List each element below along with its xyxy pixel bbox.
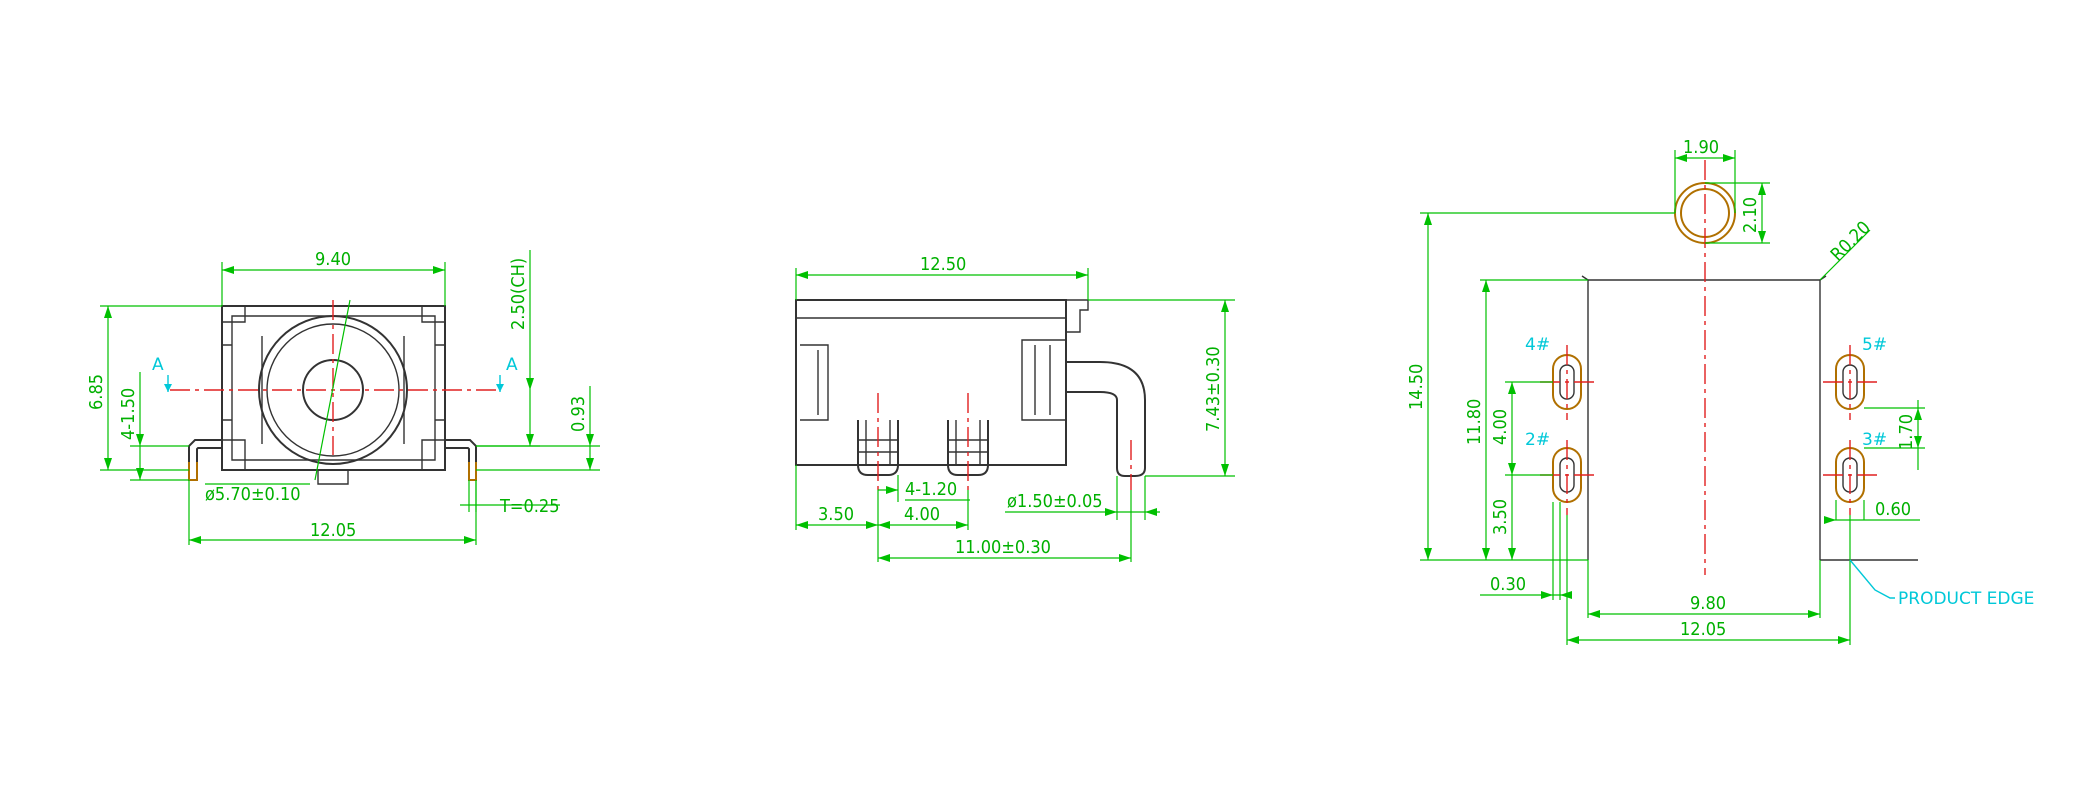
pcb-dim-hole-width: 1.90 xyxy=(1674,137,1736,213)
side-dim-pin-width: 4-1.20 xyxy=(878,475,970,502)
front-section-mark-left: A xyxy=(152,355,164,375)
front-dim-pin-height-text: 0.93 xyxy=(568,396,589,432)
side-dim-first-pin-text: 3.50 xyxy=(818,504,854,525)
side-dim-height: 7.43±0.30 xyxy=(1088,299,1235,477)
pcb-dim-outer-width: 12.05 xyxy=(1566,515,1851,645)
front-dim-pin-pitch: 4-1.50 xyxy=(118,372,189,481)
front-section-mark-right: A xyxy=(506,355,518,375)
side-dim-height-text: 7.43±0.30 xyxy=(1203,346,1224,432)
pcb-product-edge-callout: PRODUCT EDGE xyxy=(1849,559,2034,609)
pcb-dim-right-spacing: 1.70 xyxy=(1864,400,1925,470)
pcb-product-edge-label: PRODUCT EDGE xyxy=(1898,589,2034,609)
front-dim-pin-pitch-text: 4-1.50 xyxy=(118,388,139,440)
side-dim-total-length: 11.00±0.30 xyxy=(877,490,1132,562)
side-bent-pin xyxy=(1066,361,1146,477)
side-view: 12.50 7.43±0.30 4-1.20 ø1.50±0.05 3.50 xyxy=(795,254,1235,562)
pcb-dim-row-height: 11.80 xyxy=(1464,279,1588,560)
pcb-dim-total-height-text: 14.50 xyxy=(1406,364,1427,410)
side-dim-first-pin: 3.50 xyxy=(795,465,879,530)
pcb-dim-row-spacing-text: 4.00 xyxy=(1490,409,1511,445)
front-dim-pin-height: 0.93 xyxy=(476,386,600,471)
pcb-dim-left-offset: 0.30 xyxy=(1480,502,1572,600)
side-dim-body-length: 12.50 xyxy=(795,254,1089,300)
pcb-dim-outer-width-text: 12.05 xyxy=(1680,619,1726,640)
pcb-pin-label-2: 2# xyxy=(1525,430,1550,450)
front-dim-body-height: 6.85 xyxy=(86,305,222,471)
side-dim-pin-spacing: 4.00 xyxy=(878,490,969,530)
side-dim-pin-width-text: 4-1.20 xyxy=(905,479,957,500)
pcb-pin-label-3: 3# xyxy=(1862,430,1887,450)
front-section-marks: A A xyxy=(152,355,518,392)
side-dim-body-length-text: 12.50 xyxy=(920,254,966,275)
side-dim-pin-dia-text: ø1.50±0.05 xyxy=(1007,491,1103,512)
pcb-pin-labels: 4# 2# 5# 3# xyxy=(1525,335,1887,450)
front-dim-hole-dia: ø5.70±0.10 xyxy=(205,483,310,505)
side-dim-total-length-text: 11.00±0.30 xyxy=(955,537,1051,558)
pcb-pin-label-4: 4# xyxy=(1525,335,1550,355)
pcb-dim-hole-width-text: 1.90 xyxy=(1683,137,1719,158)
pcb-dim-bottom-offset: 3.50 xyxy=(1490,475,1516,560)
front-dim-thickness-text: T=0.25 xyxy=(499,496,560,517)
front-dim-top-width-text: 9.40 xyxy=(315,249,351,270)
pcb-dim-edge-offset-text: 0.60 xyxy=(1875,499,1911,520)
front-body-outline xyxy=(221,305,446,471)
front-dim-chamfer-text: 2.50(CH) xyxy=(508,258,529,330)
front-dim-total-width-text: 12.05 xyxy=(310,520,356,541)
pcb-dim-total-height: 14.50 xyxy=(1406,212,1675,561)
pcb-dim-row-spacing: 4.00 xyxy=(1490,381,1553,476)
front-bottom-tab xyxy=(317,470,349,485)
pcb-dim-inner-width-text: 9.80 xyxy=(1690,593,1726,614)
side-dim-pin-spacing-text: 4.00 xyxy=(904,504,940,525)
pcb-dim-hole-height: 2.10 xyxy=(1705,182,1770,244)
front-view: 9.40 6.85 4-1.50 A A 2.50(CH) xyxy=(86,249,600,545)
front-dim-top-width: 9.40 xyxy=(221,249,446,306)
pcb-pin-label-5: 5# xyxy=(1862,335,1887,355)
pcb-dim-inner-width: 9.80 xyxy=(1587,560,1821,618)
side-dim-pin-dia: ø1.50±0.05 xyxy=(1005,476,1160,520)
pcb-dim-left-offset-text: 0.30 xyxy=(1490,574,1526,595)
pcb-dim-right-spacing-text: 1.70 xyxy=(1896,414,1917,450)
pcb-dim-hole-height-text: 2.10 xyxy=(1740,197,1761,233)
pcb-dim-row-height-text: 11.80 xyxy=(1464,399,1485,445)
front-dim-hole-dia-text: ø5.70±0.10 xyxy=(205,484,301,505)
front-legs xyxy=(188,439,477,481)
pcb-dim-bottom-offset-text: 3.50 xyxy=(1490,499,1511,535)
pcb-dim-edge-offset: 0.60 xyxy=(1824,499,1920,524)
side-body-outline xyxy=(795,299,1089,466)
front-dim-total-width: 12.05 xyxy=(188,480,477,545)
front-dim-body-height-text: 6.85 xyxy=(86,374,107,410)
